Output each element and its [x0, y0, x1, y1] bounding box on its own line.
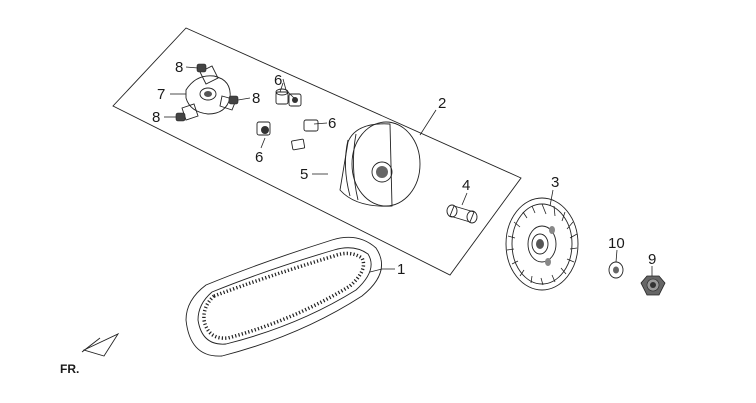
roller-weight-d	[291, 119, 319, 151]
callout-8-left: 8	[152, 109, 160, 126]
callout-7: 7	[157, 86, 165, 103]
callout-3: 3	[551, 174, 559, 191]
slider-piece-right	[228, 95, 239, 105]
callout-6-bottom: 6	[255, 149, 263, 166]
callout-2: 2	[438, 95, 446, 112]
roller-weight-a	[275, 88, 289, 105]
callout-10: 10	[608, 235, 625, 252]
roller-weight-b	[288, 93, 302, 107]
nut-part	[640, 275, 666, 296]
drive-belt-part	[185, 236, 382, 357]
leader-lines	[164, 66, 653, 276]
callout-6-top: 6	[274, 72, 282, 89]
callout-9: 9	[648, 251, 656, 268]
callout-8-top: 8	[175, 59, 183, 76]
callout-4: 4	[462, 177, 470, 194]
assembly-group-outline	[112, 27, 522, 276]
callout-6-right: 6	[328, 115, 336, 132]
collar-bushing-part	[446, 204, 478, 224]
roller-weight-c	[256, 121, 271, 136]
front-direction-arrow	[81, 332, 120, 357]
drive-pulley-part	[339, 121, 421, 207]
callout-8-right: 8	[252, 90, 260, 107]
front-direction-label: FR.	[60, 362, 79, 376]
slider-piece-top	[196, 63, 207, 73]
fan-drive-face-part	[505, 197, 579, 291]
callout-5: 5	[300, 166, 308, 183]
callout-1: 1	[397, 261, 405, 278]
slider-piece-bottom	[175, 112, 186, 122]
washer-part	[608, 261, 624, 279]
ramp-plate-part	[181, 65, 237, 121]
